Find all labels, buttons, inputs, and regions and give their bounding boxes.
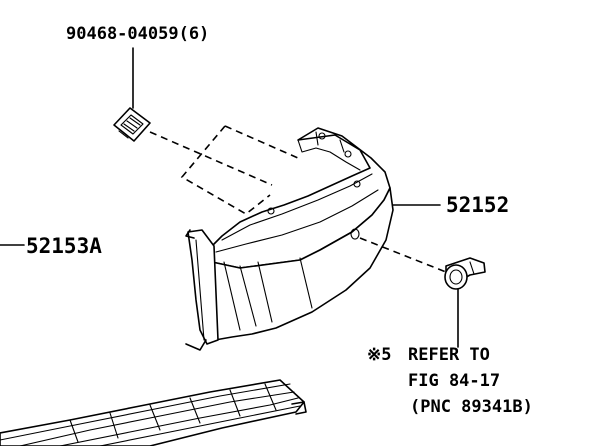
grille-part-drawing — [0, 379, 307, 446]
cover-part-drawing — [185, 127, 394, 351]
bracket-part-number: 52153A — [26, 234, 102, 258]
cover-part-number: 52152 — [446, 193, 510, 217]
note-line-3: (PNC 89341B) — [410, 397, 533, 417]
push-clip-drawing — [444, 257, 486, 290]
clip-install-dashline — [149, 131, 273, 186]
push-clip-dashline — [359, 237, 447, 273]
phantom-outline — [180, 125, 299, 215]
note-mark: ※5 — [367, 345, 392, 365]
clip-part-number: 90468-04059(6) — [66, 24, 210, 44]
note-line-2: FIG 84-17 — [408, 371, 501, 391]
clip-part-drawing — [113, 107, 151, 142]
note-line-1: REFER TO — [408, 345, 490, 365]
